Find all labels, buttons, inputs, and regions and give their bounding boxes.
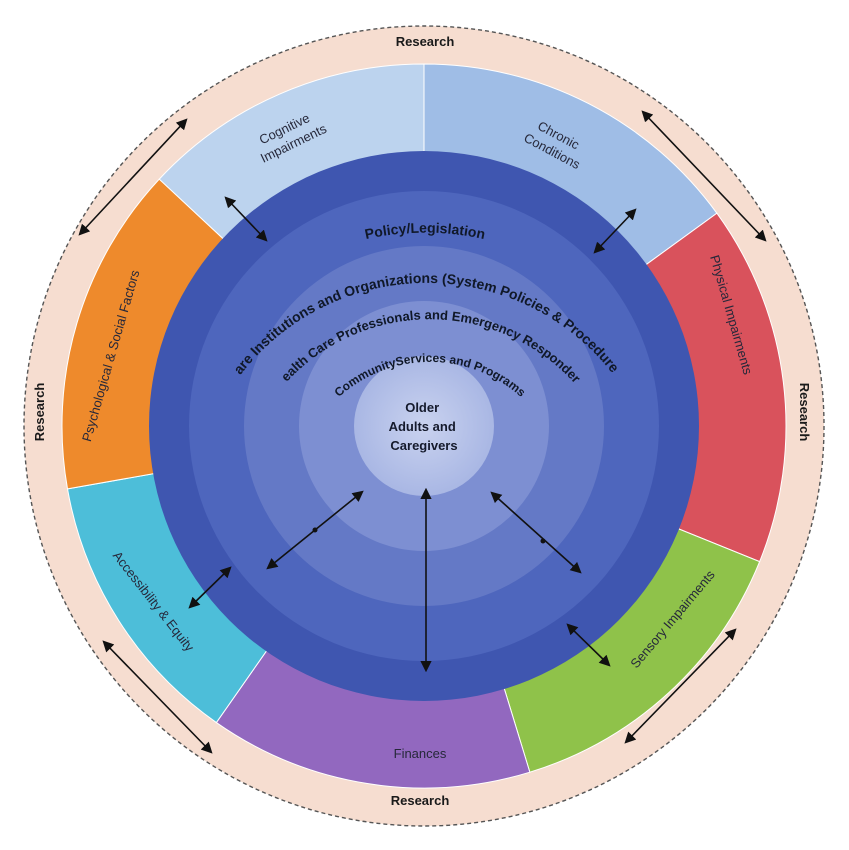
arrow-chronic-core [593, 208, 637, 254]
arrow-research-top-left [78, 118, 188, 236]
label-policy-legislation: Policy/Legislation [363, 220, 487, 242]
center-label: Older Adults and Caregivers [389, 400, 460, 453]
arrow-center-lower-right [490, 491, 582, 574]
arrow-node [312, 527, 318, 533]
arrow-sensory-core [566, 623, 611, 667]
arrow-cognitive-core [224, 196, 268, 242]
arrow-research-bottom-right [624, 628, 737, 744]
center-circle [354, 356, 494, 496]
arrow-research-bottom-left [102, 640, 213, 754]
label-finances: Finances [394, 746, 447, 761]
research-label-top: Research [396, 34, 455, 49]
relationship-arrows [78, 110, 767, 754]
research-label-left: Research [32, 383, 47, 442]
research-label-bottom: Research [391, 793, 450, 808]
arrow-accessibility-core [188, 566, 232, 609]
arrow-node [540, 538, 546, 544]
arrow-research-top-right [641, 110, 767, 242]
research-label-right: Research [797, 383, 812, 442]
